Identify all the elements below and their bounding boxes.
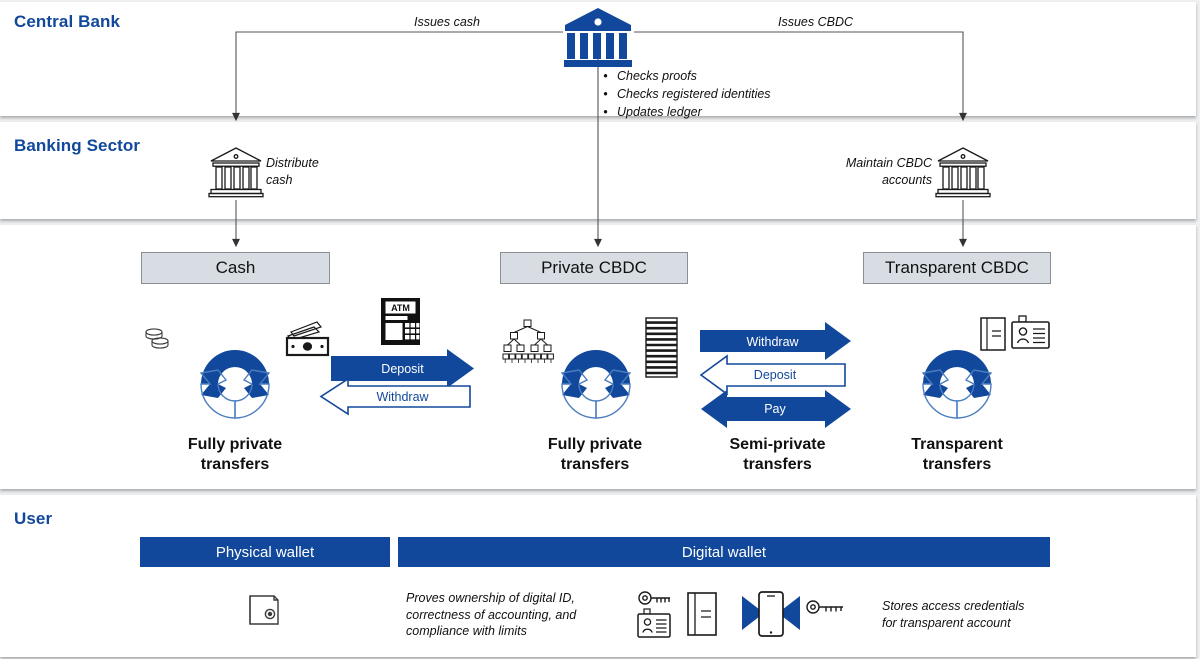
chip-private-cbdc[interactable]: Private CBDC — [500, 252, 688, 284]
band-title-central-bank: Central Bank — [14, 12, 121, 31]
duty-label: Checks proofs — [617, 69, 697, 83]
chip-cash[interactable]: Cash — [141, 252, 330, 284]
caption-cash-transfers: Fully private transfers — [160, 435, 310, 475]
note-line1: Stores access credentials — [882, 599, 1025, 613]
arrow-label-withdraw-semi: Withdraw — [746, 335, 799, 349]
bullet-dot-icon: • — [603, 104, 608, 119]
central-bank-duties-list: • Checks proofs • Checks registered identi… — [603, 68, 771, 122]
duty-item: • Updates ledger — [603, 104, 771, 122]
label-issues-cbdc: Issues CBDC — [778, 15, 854, 29]
arrow-label-deposit-cash: Deposit — [381, 362, 424, 376]
label-distribute-cash: Distribute cash — [266, 155, 319, 188]
band-title-banking-sector: Banking Sector — [14, 136, 141, 155]
bullet-dot-icon: • — [603, 86, 608, 101]
label-distribute-cash-line2: cash — [266, 172, 293, 187]
bar-physical-wallet[interactable]: Physical wallet — [140, 537, 390, 567]
note-line2: for transparent account — [882, 615, 1011, 630]
label-maintain-line1: Maintain CBDC — [845, 156, 932, 170]
chip-transparent-cbdc[interactable]: Transparent CBDC — [863, 252, 1051, 284]
caption-line1: Transparent — [911, 436, 1003, 453]
arrow-label-withdraw-cash: Withdraw — [376, 390, 429, 404]
caption-semi-private-transfers: Semi-private transfers — [700, 435, 855, 475]
duty-label: Checks registered identities — [617, 86, 771, 101]
note-line2: correctness of accounting, and — [406, 607, 577, 622]
label-distribute-cash-line1: Distribute — [266, 156, 319, 170]
band-title-user: User — [14, 509, 53, 528]
label-maintain-cbdc-accounts: Maintain CBDC accounts — [832, 155, 932, 188]
bullet-dot-icon: • — [603, 69, 608, 83]
caption-line1: Semi-private — [729, 436, 826, 453]
caption-line2: transfers — [743, 456, 812, 473]
note-line3: compliance with limits — [406, 624, 527, 638]
label-maintain-line2: accounts — [881, 172, 932, 187]
bar-digital-wallet[interactable]: Digital wallet — [398, 537, 1050, 567]
band-banking-sector — [0, 122, 1196, 219]
duty-item: • Checks proofs — [603, 68, 771, 86]
note-stores-credentials: Stores access credentials for transparen… — [882, 598, 1072, 631]
label-issues-cash: Issues cash — [414, 15, 481, 29]
caption-line2: transfers — [560, 456, 630, 473]
arrow-label-pay-semi: Pay — [764, 402, 786, 416]
duty-label: Updates ledger — [617, 104, 702, 119]
band-user — [0, 495, 1196, 657]
caption-line2: transfers — [922, 456, 992, 473]
duty-item: • Checks registered identities — [603, 86, 771, 104]
arrow-label-deposit-semi: Deposit — [753, 368, 797, 382]
caption-transparent-transfers: Transparent transfers — [882, 435, 1032, 475]
caption-line1: Fully private — [187, 436, 283, 453]
caption-line1: Fully private — [547, 436, 643, 453]
note-proves-ownership: Proves ownership of digital ID, correctn… — [406, 590, 621, 640]
note-line1: Proves ownership of digital ID, — [406, 591, 575, 605]
band-central-bank — [0, 2, 1196, 116]
caption-line2: transfers — [200, 456, 270, 473]
caption-private-cbdc-transfers: Fully private transfers — [520, 435, 670, 475]
